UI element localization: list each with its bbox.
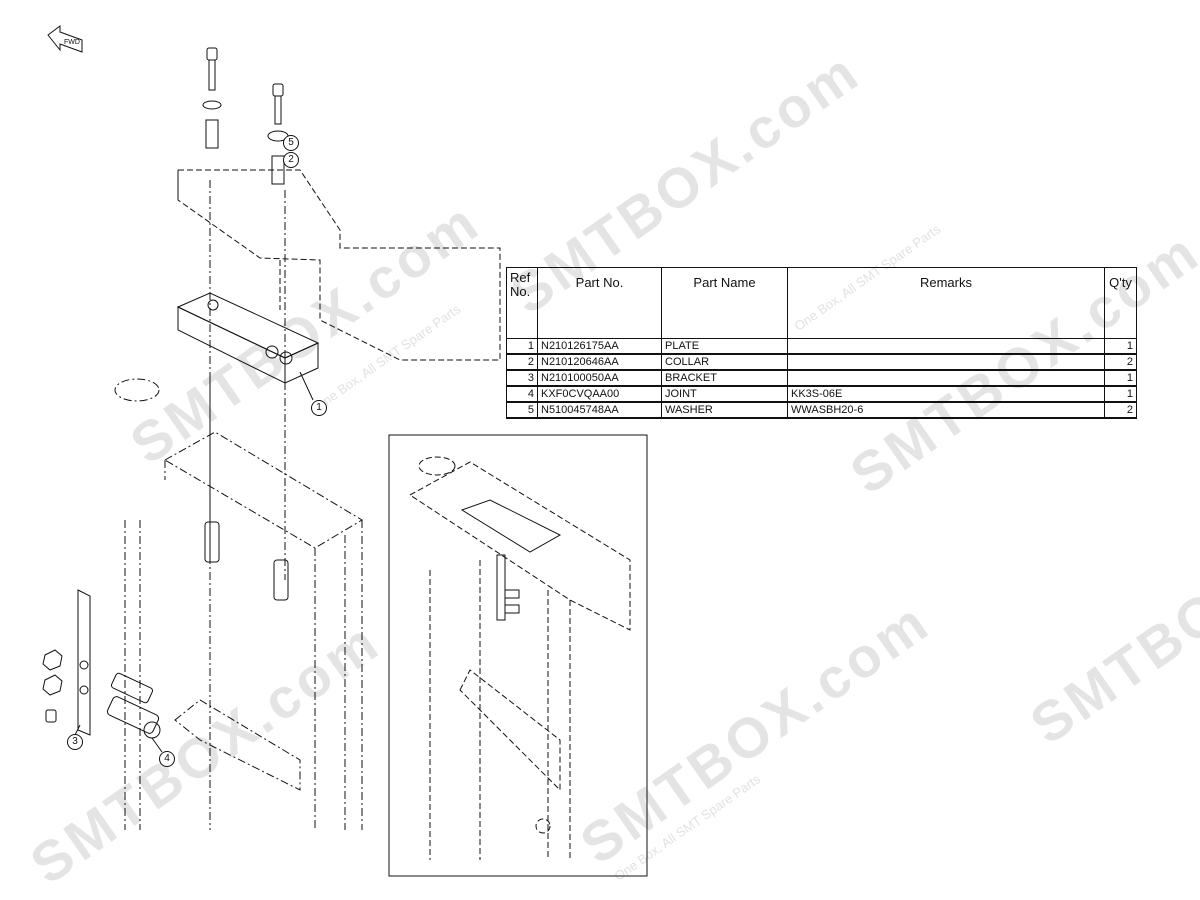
bracket (42, 589, 91, 736)
cell-remarks (787, 369, 1105, 387)
cell-part-name: JOINT (661, 385, 788, 403)
cell-remarks (787, 338, 1105, 355)
cell-part-name: BRACKET (661, 369, 788, 387)
cell-qty: 1 (1104, 369, 1137, 387)
upper-block (177, 169, 501, 361)
frame (114, 180, 363, 830)
cell-qty: 2 (1104, 353, 1137, 371)
table-row: 1 N210126175AA PLATE 1 (506, 338, 1137, 355)
header-remarks: Remarks (787, 267, 1105, 339)
callout-4: 4 (159, 751, 175, 767)
cell-part-no: N210120646AA (537, 353, 662, 371)
cell-qty: 2 (1104, 401, 1137, 419)
callout-2: 2 (283, 152, 299, 168)
assembled-view-inset (388, 434, 648, 877)
callout-leaders (74, 139, 314, 753)
cell-remarks: KK3S-06E (787, 385, 1105, 403)
cell-part-name: COLLAR (661, 353, 788, 371)
cell-part-no: N210126175AA (537, 338, 662, 355)
cell-qty: 1 (1104, 385, 1137, 403)
plate (176, 292, 320, 384)
cell-part-name: WASHER (661, 401, 788, 419)
header-ref: Ref No. (506, 267, 538, 339)
bolt-right (267, 83, 289, 185)
cell-qty: 1 (1104, 338, 1137, 355)
cell-part-no: N510045748AA (537, 401, 662, 419)
cell-remarks (787, 353, 1105, 371)
header-part-name: Part Name (661, 267, 788, 339)
svg-text:FWD: FWD (64, 39, 80, 46)
cell-part-name: PLATE (661, 338, 788, 355)
callout-3: 3 (67, 734, 83, 750)
table-header: Ref No. Part No. Part Name Remarks Q'ty (506, 267, 1137, 339)
cell-ref: 2 (506, 353, 538, 371)
header-part-no: Part No. (537, 267, 662, 339)
parts-table: Ref No. Part No. Part Name Remarks Q'ty … (506, 267, 1137, 419)
cell-part-no: KXF0CVQAA00 (537, 385, 662, 403)
table-row: 2 N210120646AA COLLAR 2 (506, 353, 1137, 371)
cell-ref: 3 (506, 369, 538, 387)
table-row: 4 KXF0CVQAA00 JOINT KK3S-06E 1 (506, 385, 1137, 403)
table-row: 5 N510045748AA WASHER WWASBH20-6 2 (506, 401, 1137, 419)
fwd-arrow-icon: FWD (47, 25, 83, 53)
header-qty: Q'ty (1104, 267, 1137, 339)
cell-remarks: WWASBH20-6 (787, 401, 1105, 419)
bolt-left (202, 47, 222, 149)
cell-ref: 5 (506, 401, 538, 419)
cell-ref: 4 (506, 385, 538, 403)
cell-part-no: N210100050AA (537, 369, 662, 387)
table-row: 3 N210100050AA BRACKET 1 (506, 369, 1137, 387)
joint-fittings (106, 521, 289, 739)
callout-1: 1 (311, 400, 327, 416)
cell-ref: 1 (506, 338, 538, 355)
callout-5: 5 (283, 135, 299, 151)
